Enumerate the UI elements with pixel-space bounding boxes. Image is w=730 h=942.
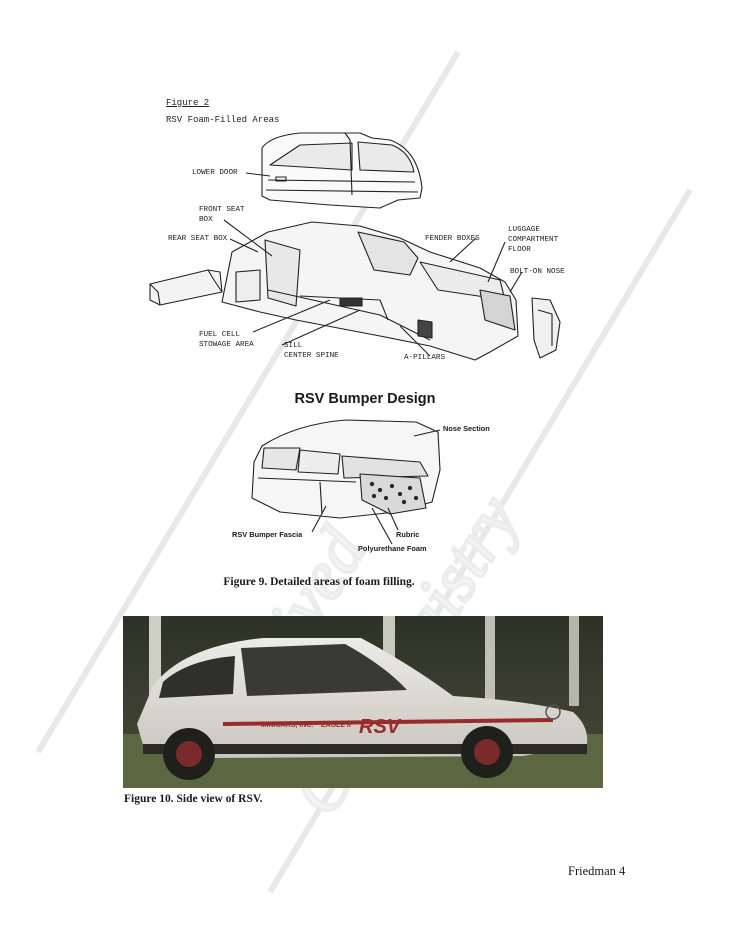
callout-nose-section: Nose Section bbox=[443, 424, 490, 433]
callout-luggage-floor: LUGGAGE COMPARTMENT FLOOR bbox=[508, 226, 559, 254]
figure-9-caption: Figure 9. Detailed areas of foam filling… bbox=[223, 576, 415, 588]
car-text-minicars: MINICARS, INC. bbox=[261, 722, 314, 729]
car-text-eagle: EAGLE II bbox=[321, 722, 351, 729]
callout-rubric: Rubric bbox=[396, 530, 420, 539]
figure-10-caption: Figure 10. Side view of RSV. bbox=[124, 793, 263, 805]
callout-bolt-on-nose: BOLT-ON NOSE bbox=[510, 268, 565, 276]
bumper-design-title: RSV Bumper Design bbox=[294, 391, 436, 407]
callout-front-seat-box: FRONT SEAT BOX bbox=[199, 206, 245, 224]
callout-rear-seat-box: REAR SEAT BOX bbox=[168, 235, 228, 243]
rsv-side-photo: MINICARS, INC. EAGLE II RSV bbox=[123, 616, 603, 788]
figure-2-subtitle: RSV Foam-Filled Areas bbox=[166, 115, 280, 125]
callout-sill-center-spine: SILL CENTER SPINE bbox=[284, 342, 339, 360]
car-text-rsv: RSV bbox=[359, 716, 401, 738]
callout-fuel-cell: FUEL CELL STOWAGE AREA bbox=[199, 331, 254, 349]
callout-fender-boxes: FENDER BOXES bbox=[425, 235, 480, 243]
callout-bumper-fascia: RSV Bumper Fascia bbox=[232, 530, 303, 539]
callout-polyurethane-foam: Polyurethane Foam bbox=[358, 544, 427, 553]
figure-2-label: Figure 2 bbox=[166, 98, 210, 108]
callout-a-pillars: A-PILLARS bbox=[404, 354, 446, 362]
page-footer: Friedman 4 bbox=[568, 864, 626, 878]
callout-lower-door: LOWER DOOR bbox=[192, 169, 238, 177]
